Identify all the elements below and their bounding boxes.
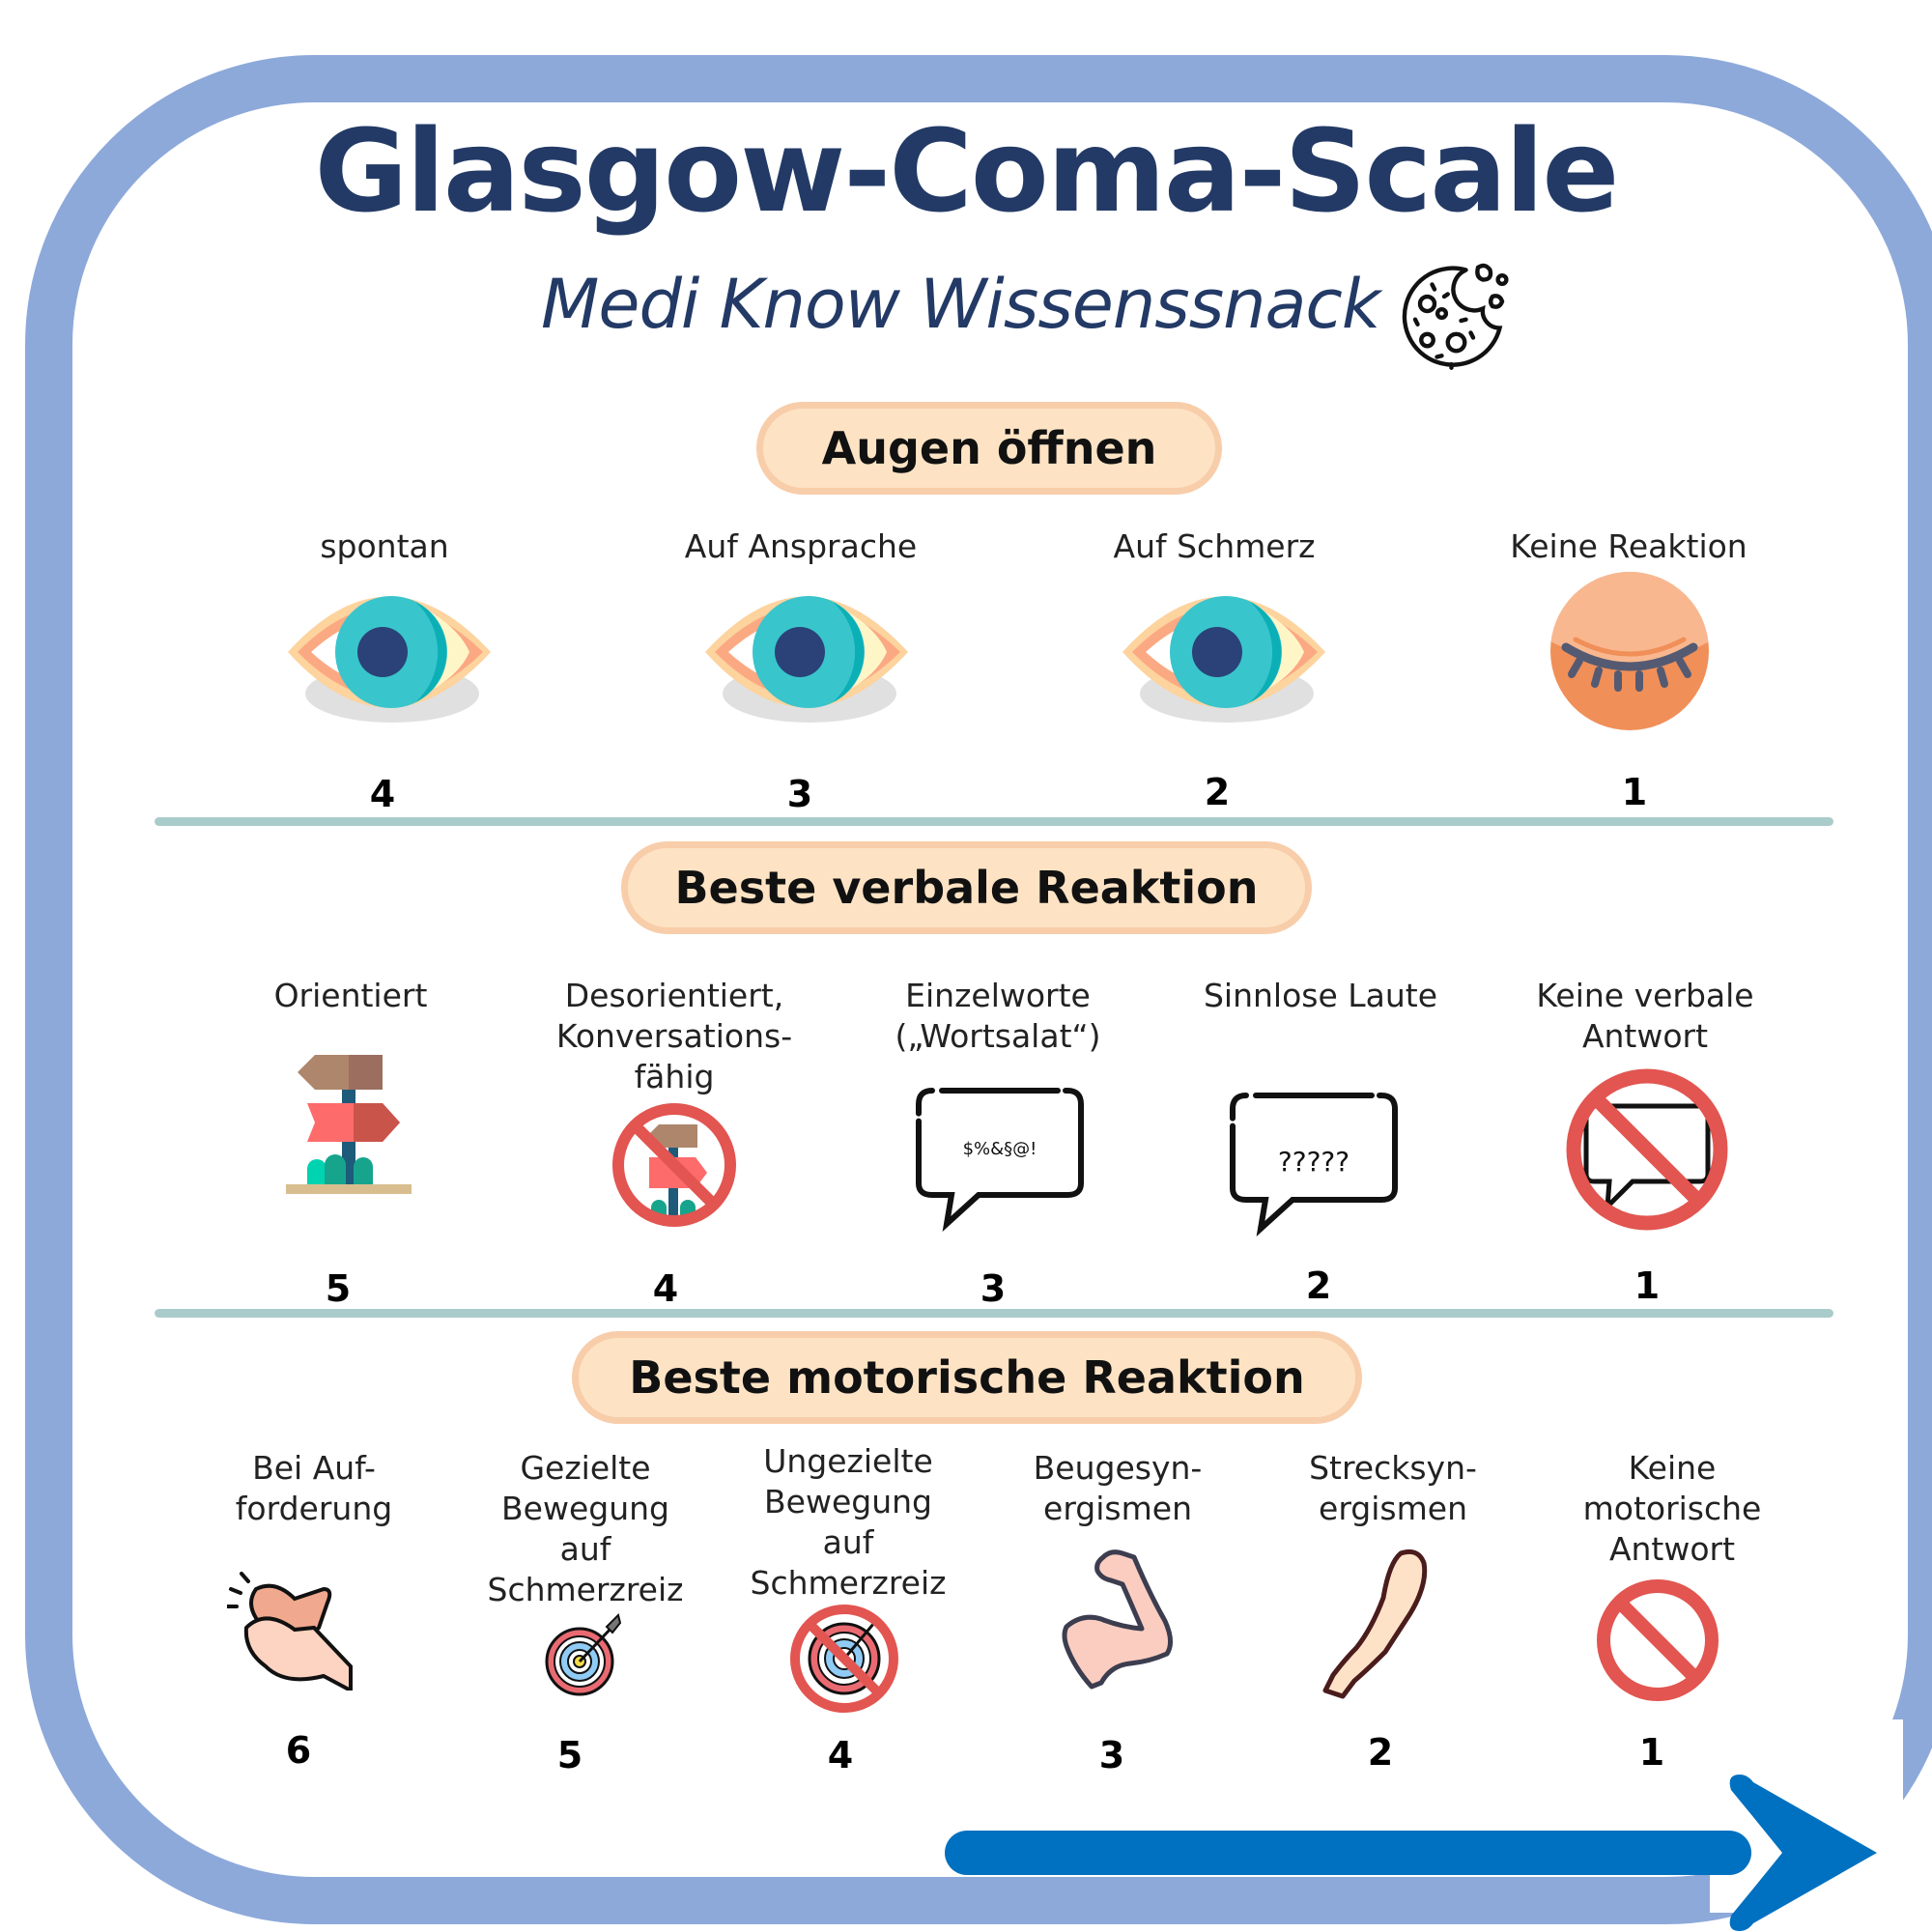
item-label: Sinnlose Laute [1203,977,1438,1014]
page-title: Glasgow-Coma-Scale [314,104,1620,238]
clapping-hands-icon [227,1572,353,1690]
flexed-arm-icon [1062,1549,1173,1690]
open-eye-icon [1122,596,1325,723]
open-eye-icon [288,596,491,723]
section-heading-eyes: Augen öffnen [756,402,1222,495]
target-icon [545,1613,622,1696]
score: 1 [1634,1264,1661,1307]
score: 1 [1621,771,1648,813]
section-heading-motor: Beste motorische Reaktion [572,1331,1362,1424]
item-label: Einzelworte(„Wortsalat“) [895,977,1101,1055]
open-eye-icon [705,596,908,723]
score: 5 [556,1734,583,1776]
crossed-target-icon [790,1605,898,1713]
closed-eye-icon [1550,572,1709,730]
section-heading-verbal: Beste verbale Reaktion [621,841,1312,934]
signpost-icon [286,1055,412,1194]
prohibition-icon [1597,1579,1719,1701]
score: 4 [827,1734,854,1776]
bubble-text: ????? [1278,1146,1350,1178]
score: 1 [1638,1731,1665,1774]
item-label: Beugesyn-ergismen [1033,1449,1203,1527]
score: 5 [325,1267,352,1310]
page-subtitle: Medi Know Wissenssnack [541,265,1380,344]
crossed-signpost-icon [612,1103,736,1227]
item-label: Auf Schmerz [1113,527,1316,565]
score: 2 [1305,1264,1332,1307]
score: 3 [1098,1734,1125,1776]
score: 4 [652,1267,679,1310]
item-label: Auf Ansprache [684,527,918,565]
item-label: Desorientiert,Konversations-fähig [555,977,793,1095]
bubble-text: $%&§@! [963,1139,1037,1159]
item-label: Bei Auf-forderung [235,1449,393,1527]
section-divider [155,1309,1833,1318]
cookie-icon [1402,263,1509,370]
score: 2 [1204,771,1231,813]
score: 2 [1367,1731,1394,1774]
item-label: Orientiert [273,977,428,1014]
item-label: Keine Reaktion [1510,527,1747,565]
item-label: Strecksyn-ergismen [1309,1449,1477,1527]
score: 6 [285,1729,312,1772]
item-label: spontan [320,527,449,565]
arrow-right-icon [945,1775,1877,1931]
extended-arm-icon [1322,1548,1428,1699]
score: 3 [980,1267,1007,1310]
speech-bubble-icon: ????? [1230,1093,1398,1236]
rounded-frame [25,55,1932,1924]
score: 3 [786,773,813,815]
section-divider [155,817,1833,826]
speech-bubble-icon: $%&§@! [916,1088,1084,1232]
crossed-speech-bubble-icon [1566,1068,1728,1231]
score: 4 [369,773,396,815]
